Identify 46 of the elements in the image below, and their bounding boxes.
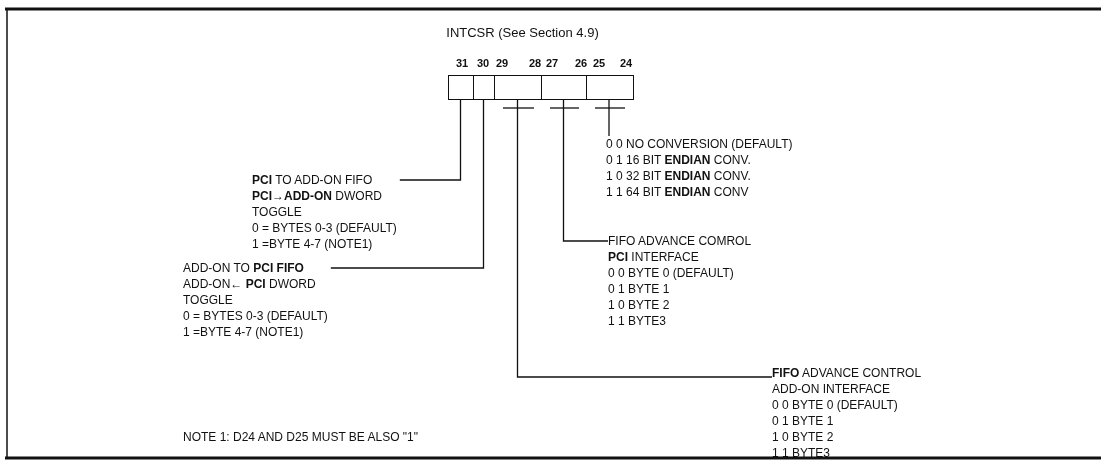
field-description: PCI INTERFACE bbox=[608, 249, 700, 265]
field-description: FIFO ADVANCE COMROL bbox=[608, 233, 752, 249]
bit-number: 29 bbox=[496, 57, 509, 69]
field-description: 1 0 32 BIT ENDIAN CONV. bbox=[606, 168, 752, 184]
leader-line bbox=[608, 99, 610, 137]
field-description: 1 0 BYTE 2 bbox=[608, 297, 671, 313]
field-description: 1 1 BYTE3 bbox=[608, 313, 668, 329]
field-description: 0 1 BYTE 1 bbox=[772, 413, 835, 429]
bit-number: 27 bbox=[546, 57, 559, 69]
field-description: ADD-ON TO PCI FIFO bbox=[183, 260, 305, 276]
leader-line bbox=[562, 99, 609, 242]
field-description: 0 1 16 BIT ENDIAN CONV. bbox=[606, 152, 752, 168]
register-bit-cell bbox=[448, 75, 475, 100]
bit-number: 24 bbox=[620, 57, 633, 69]
leader-line bbox=[330, 99, 485, 269]
register-title: INTCSR (See Section 4.9) bbox=[445, 25, 600, 41]
bit-number: 31 bbox=[456, 57, 469, 69]
field-description: 1 1 BYTE3 bbox=[772, 445, 832, 461]
field-description: 0 0 NO CONVERSION (DEFAULT) bbox=[606, 136, 793, 152]
field-description: 1 =BYTE 4-7 (NOTE1) bbox=[183, 324, 305, 340]
field-description: 0 0 BYTE 0 (DEFAULT) bbox=[772, 397, 899, 413]
field-description: PCI→ADD-ON DWORD bbox=[252, 188, 383, 204]
leader-line bbox=[516, 99, 773, 378]
field-description: PCI TO ADD-ON FIFO bbox=[252, 172, 374, 188]
register-bit-cell bbox=[494, 75, 543, 100]
register-bit-cell bbox=[586, 75, 634, 100]
field-description: ADD-ON INTERFACE bbox=[772, 381, 891, 397]
bit-number: 30 bbox=[477, 57, 490, 69]
leader-line bbox=[399, 99, 462, 181]
bit-number: 25 bbox=[593, 57, 606, 69]
field-description: TOGGLE bbox=[183, 292, 234, 308]
bit-number: 26 bbox=[575, 57, 588, 69]
field-description: FIFO ADVANCE CONTROL bbox=[772, 365, 922, 381]
register-bit-cell bbox=[473, 75, 496, 100]
field-description: 0 0 BYTE 0 (DEFAULT) bbox=[608, 265, 735, 281]
field-description: 0 = BYTES 0-3 (DEFAULT) bbox=[252, 220, 397, 236]
field-description: 0 1 BYTE 1 bbox=[608, 281, 671, 297]
field-description: TOGGLE bbox=[252, 204, 303, 220]
field-description: 1 0 BYTE 2 bbox=[772, 429, 835, 445]
bit-number: 28 bbox=[529, 57, 542, 69]
register-bit-cell bbox=[541, 75, 588, 100]
field-description: 1 1 64 BIT ENDIAN CONV bbox=[606, 184, 750, 200]
field-description: ADD-ON← PCI DWORD bbox=[183, 276, 317, 292]
field-description: 0 = BYTES 0-3 (DEFAULT) bbox=[183, 308, 328, 324]
field-description: 1 =BYTE 4-7 (NOTE1) bbox=[252, 236, 374, 252]
note-text: NOTE 1: D24 AND D25 MUST BE ALSO "1" bbox=[183, 429, 419, 445]
